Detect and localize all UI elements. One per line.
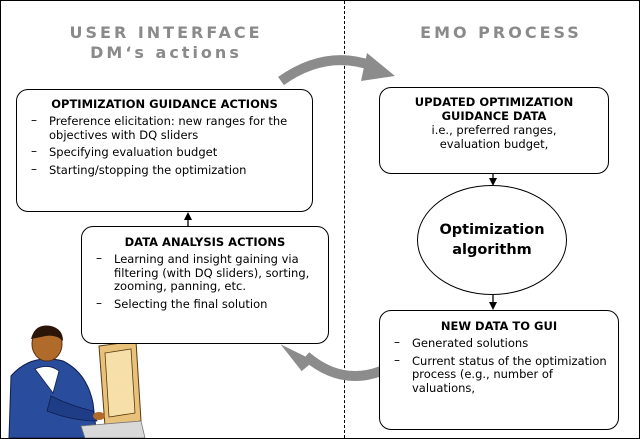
updated-guidance-sub-line1: i.e., preferred ranges, — [431, 123, 557, 137]
curved-arrow-top — [278, 55, 375, 86]
curved-arrow-top-head — [361, 53, 395, 81]
dm-actions-subtitle: DM‘s actions — [90, 43, 242, 62]
algorithm-label-line1: Optimization — [439, 222, 545, 238]
data-analysis-actions-box: DATA ANALYSIS ACTIONS Learning and insig… — [81, 226, 329, 344]
list-item: Specifying evaluation budget — [25, 145, 304, 160]
updated-guidance-data-box: UPDATED OPTIMIZATION GUIDANCE DATA i.e.,… — [379, 87, 609, 174]
updated-guidance-title-line2: GUIDANCE DATA — [441, 109, 547, 123]
curved-arrow-bottom — [302, 352, 383, 381]
optimization-algorithm-node: Optimization algorithm — [417, 185, 567, 295]
list-item: Selecting the final solution — [90, 297, 320, 312]
center-divider — [344, 1, 345, 438]
curved-arrow-bottom-head — [280, 344, 315, 372]
updated-guidance-sub-line2: evaluation budget, — [439, 137, 549, 151]
guidance-actions-list: Preference elicitation: new ranges for t… — [25, 114, 304, 178]
updated-guidance-title-line1: UPDATED OPTIMIZATION — [414, 95, 574, 109]
person-at-computer-icon — [8, 325, 146, 438]
new-data-title: NEW DATA TO GUI — [440, 319, 558, 333]
emo-process-header: EMO PROCESS — [420, 23, 582, 42]
new-data-to-gui-box: NEW DATA TO GUI Generated solutions Curr… — [379, 310, 619, 430]
list-item: Preference elicitation: new ranges for t… — [25, 114, 304, 142]
list-item: Current status of the optimization proce… — [388, 354, 610, 396]
list-item: Learning and insight gaining via filteri… — [90, 252, 320, 294]
guidance-actions-box: OPTIMIZATION GUIDANCE ACTIONS Preference… — [16, 89, 313, 212]
data-analysis-actions-title: DATA ANALYSIS ACTIONS — [124, 235, 286, 249]
user-interface-title: USER INTERFACE — [69, 23, 263, 42]
guidance-actions-title: OPTIMIZATION GUIDANCE ACTIONS — [51, 97, 278, 111]
data-analysis-actions-list: Learning and insight gaining via filteri… — [90, 252, 320, 312]
list-item: Generated solutions — [388, 336, 610, 351]
new-data-list: Generated solutions Current status of th… — [388, 336, 610, 396]
list-item: Starting/stopping the optimization — [25, 163, 304, 178]
user-interface-header: USER INTERFACE DM‘s actions — [41, 23, 291, 63]
algorithm-label-line2: algorithm — [452, 242, 532, 258]
